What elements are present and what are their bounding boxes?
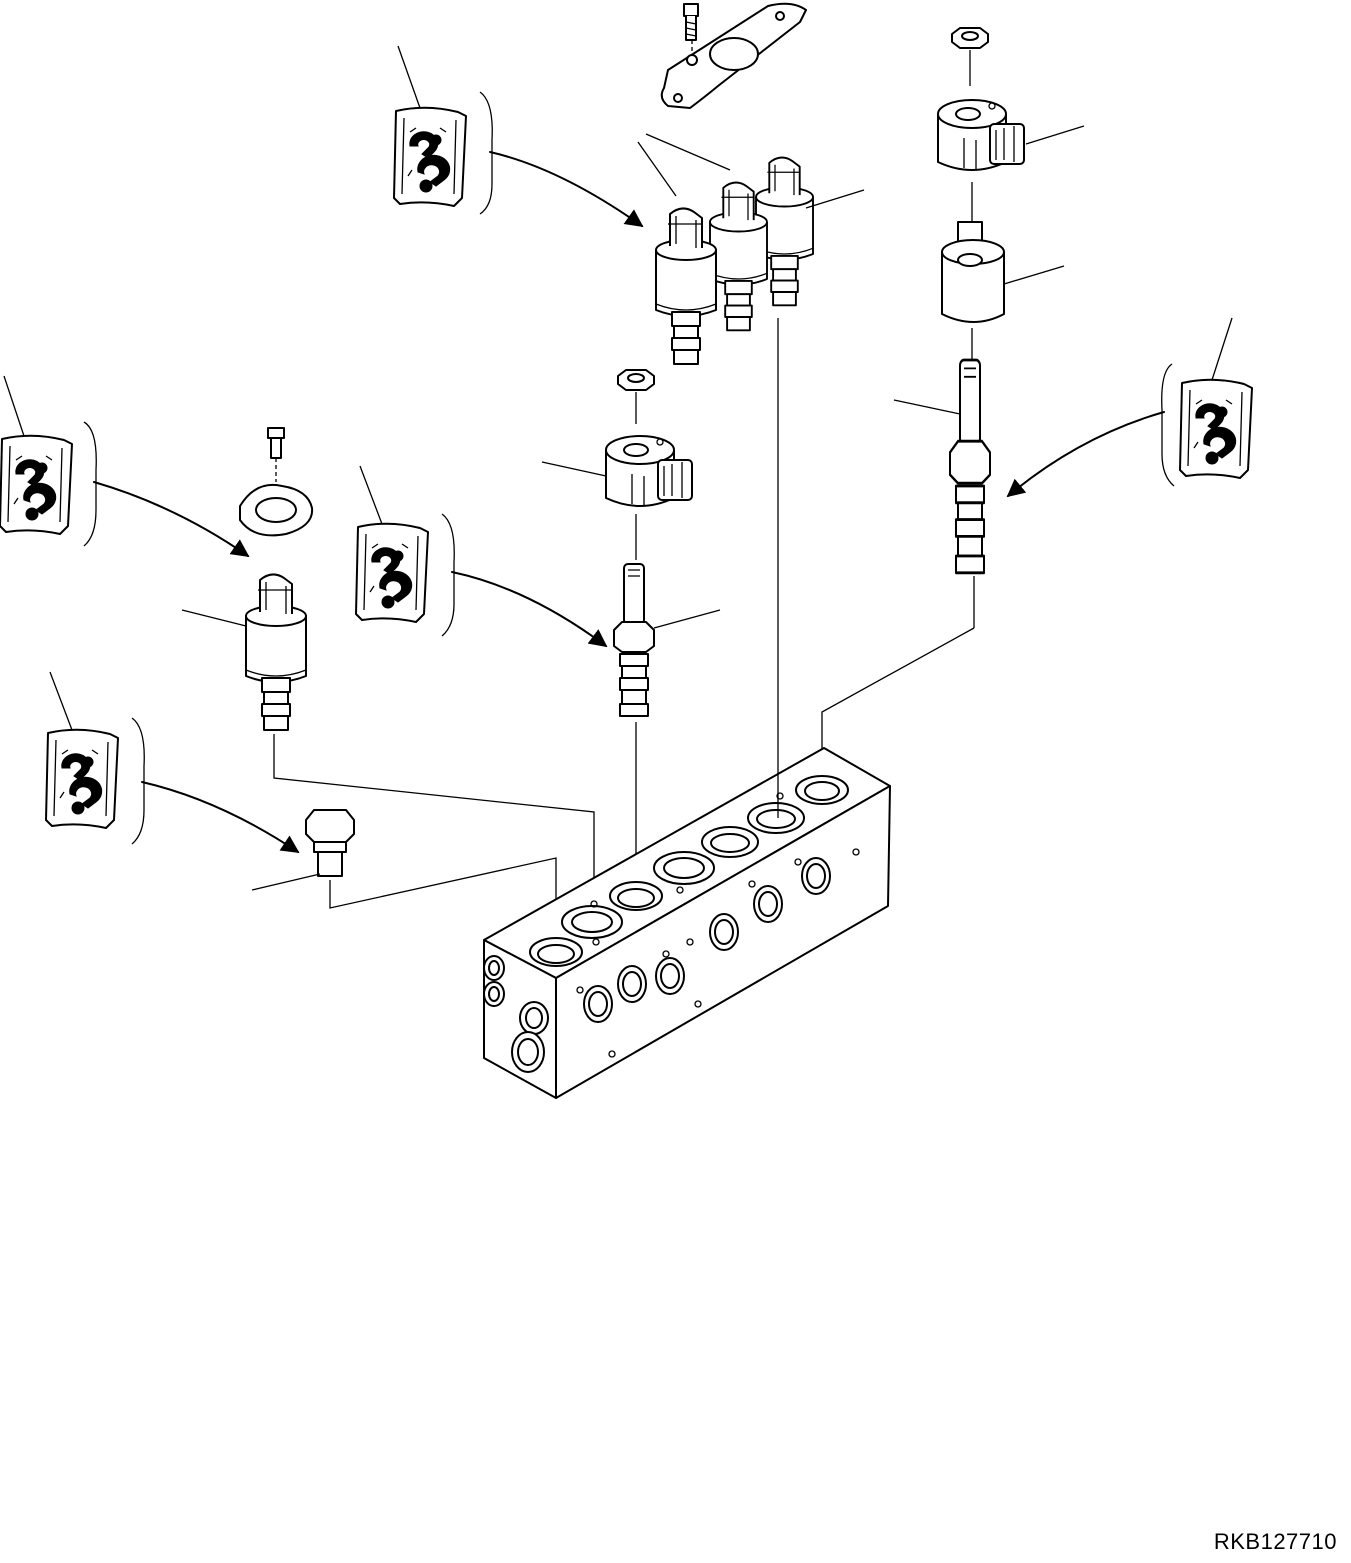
thread-compound-tube-icon: [45, 671, 300, 853]
plug-fitting: [251, 809, 557, 940]
leader-lines-triple: [637, 133, 865, 209]
valve-stem-right: [821, 358, 992, 760]
coil-center: [541, 435, 693, 560]
drawing-code-label: RKB127710: [1213, 1529, 1337, 1554]
thread-compound-tube-icon: [355, 465, 608, 648]
screw-top: [683, 3, 699, 54]
coil-right-lower: [941, 221, 1065, 360]
manifold-front-ports: [576, 848, 860, 1058]
hex-nut-center: [617, 369, 655, 424]
solenoid-valve-triple-group: [655, 156, 814, 365]
screw-left: [267, 427, 285, 482]
solenoid-valve-left: [181, 573, 595, 910]
gasket-plate-left: [239, 484, 314, 537]
thread-compound-tube-icon: [1006, 317, 1253, 498]
thread-compound-tube-icon: [0, 375, 250, 558]
manifold-top-ports: [529, 775, 849, 967]
coil-right-upper: [937, 99, 1085, 222]
valve-manifold-block: [483, 747, 891, 1099]
solenoid-bracket-plate: [660, 2, 807, 109]
thread-compound-tube-icon: [393, 45, 644, 228]
manifold-side-ports: [483, 955, 549, 1073]
hex-nut-right: [951, 27, 989, 86]
